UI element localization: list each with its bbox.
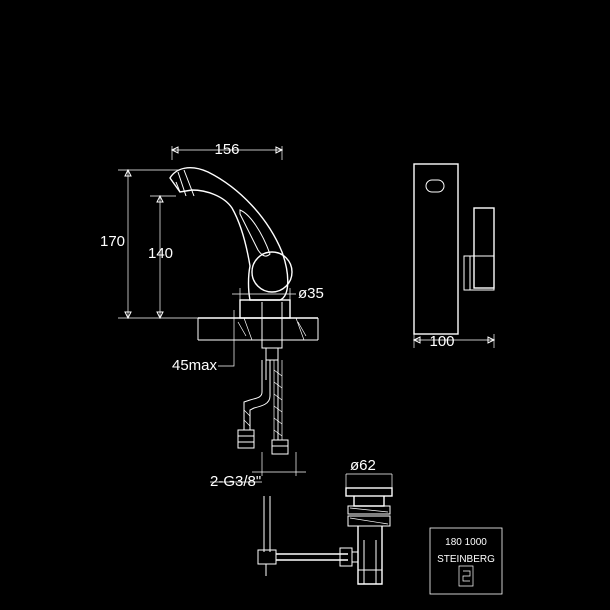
- faucet-side-view: [169, 167, 319, 455]
- product-code: 180 1000: [445, 537, 487, 548]
- faucet-front-view: [412, 163, 496, 348]
- dim-drain-diameter: ø62: [350, 457, 376, 474]
- dim-height-spout: 140: [148, 245, 173, 262]
- dim-connection: 2-G3/8": [210, 473, 261, 490]
- dim-base-diameter: ø35: [298, 285, 324, 302]
- title-block: 180 1000 STEINBERG: [429, 527, 503, 595]
- drain-assembly: [257, 487, 393, 585]
- brand-name: STEINBERG: [437, 554, 495, 565]
- brand-logo-icon: [458, 565, 474, 587]
- dim-width-top: 156: [214, 141, 239, 158]
- dim-deck-thickness: 45max: [172, 357, 218, 374]
- dim-height-total: 170: [100, 233, 125, 250]
- dim-side-width: 100: [429, 333, 454, 350]
